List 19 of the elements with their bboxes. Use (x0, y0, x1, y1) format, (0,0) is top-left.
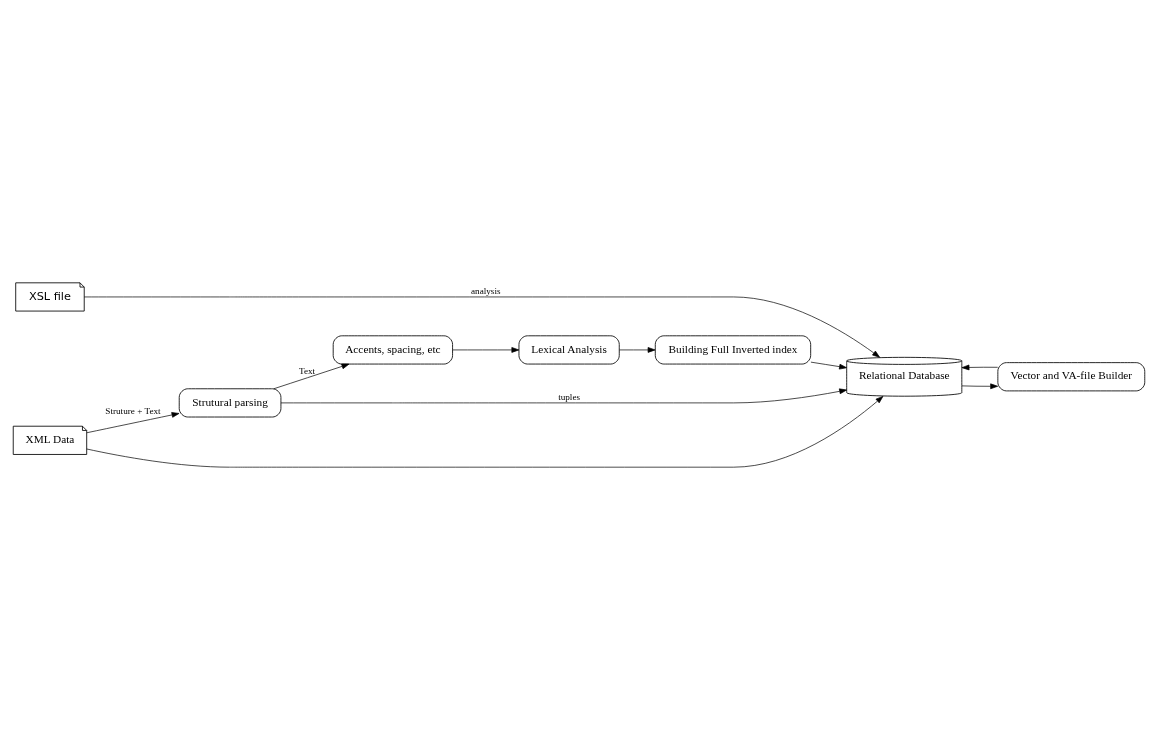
node-box: Accents, spacing, etc (332, 334, 453, 364)
node-box: Vector and VA-file Builder (997, 361, 1146, 391)
node-box: Building Full Inverted index (654, 334, 812, 364)
arrow (86, 395, 884, 468)
arrow (961, 364, 999, 370)
node-box: Strutural parsing (178, 387, 282, 417)
edge-label: Text (298, 365, 316, 376)
arrow (961, 382, 999, 389)
arrow (619, 346, 656, 353)
edge-label: analysis (470, 285, 501, 296)
edge-label: tuples (558, 391, 581, 402)
node-box: Lexical Analysis (518, 334, 620, 364)
edge-label: Struture + Text (105, 405, 161, 416)
arrow (86, 411, 180, 433)
arrow (273, 363, 350, 389)
arrow (83, 296, 880, 358)
arrow (280, 388, 848, 403)
arrow (810, 361, 847, 369)
arrow (452, 346, 520, 353)
